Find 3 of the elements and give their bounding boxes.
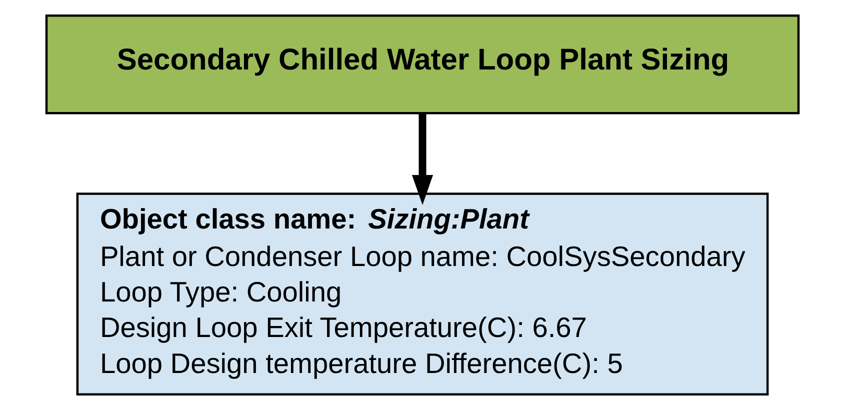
node-box: Object class name: Sizing:Plant Plant or Condenser Loop name: CoolSysSecondary Loop Type: Cooling Design Loop Exit Temperature(C): 6.67 Loop Design temperature Difference(C): 5	[76, 192, 768, 396]
arrow	[411, 114, 433, 206]
node-box: Secondary Chilled Water Loop Plant Sizing	[44, 14, 800, 114]
